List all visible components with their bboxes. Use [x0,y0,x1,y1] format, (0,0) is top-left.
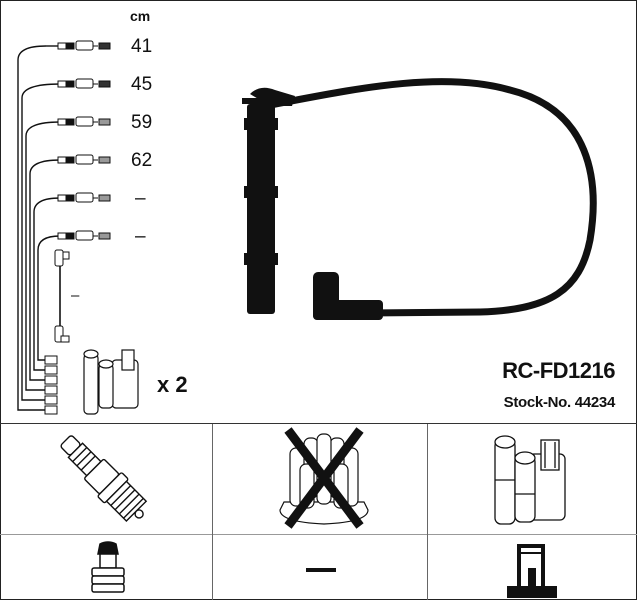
excluded-x-icon [284,427,364,529]
grid-column-divider [427,424,428,600]
coil-lead-length: – [71,287,80,304]
compatibility-grid [0,424,637,600]
lead-length-5: – [135,188,146,209]
lead-length-3: 59 [131,112,153,133]
lead-length-4: 62 [131,150,153,171]
cell-spark-plug [0,424,212,534]
ignition-coil-icon [494,435,566,525]
lead-length-2: 45 [131,74,153,95]
wire-set-panel: cm [0,8,637,424]
coil-terminal-icon [507,544,557,598]
cell-ignition-coil [427,424,637,534]
stock-number: Stock-No. 44234 [503,394,616,411]
coil-quantity: x 2 [157,372,188,397]
cell-distributor-cap [212,424,427,534]
lead-length-1: 41 [131,36,153,57]
grid-column-divider [212,424,213,600]
distributor-cap-icon [279,427,369,529]
grid-row-divider [0,534,637,535]
not-applicable-dash [306,568,336,572]
plug-terminal-icon [91,541,125,593]
cell-coil-terminal [427,534,637,600]
ignition-coil-icon [83,349,139,415]
lead-length-6: – [135,226,146,247]
cell-plug-terminal [0,534,212,600]
spark-plug-icon [60,435,148,523]
unit-label: cm [130,8,151,24]
ignition-cable-icon [242,78,597,320]
product-title: RC-FD1216 [502,358,615,383]
cell-distributor-terminal [212,534,427,600]
wire-bundle-schematic-icon [17,40,111,415]
